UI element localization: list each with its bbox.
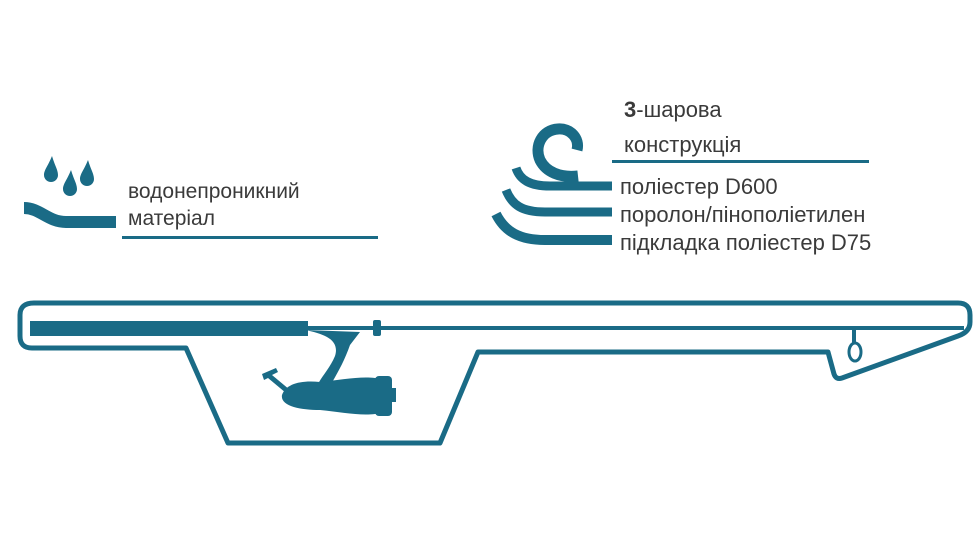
waterproof-label-line2: матеріал (128, 207, 215, 230)
wave-surface-icon (23, 202, 116, 228)
construction-title: 3-шарова (624, 96, 722, 124)
construction-title-line2: конструкція (624, 132, 742, 157)
water-drops-icon (44, 156, 94, 196)
fishing-reel-icon (262, 330, 396, 416)
construction-underline (612, 160, 869, 163)
rod-guide-ring (847, 341, 863, 363)
construction-title-rest: -шарова (636, 97, 722, 122)
fishing-rod-icon (30, 320, 964, 363)
waterproof-underline (122, 236, 378, 239)
drop (63, 170, 77, 196)
layer-outer: поліестер D600 (620, 174, 778, 199)
layers-icon (491, 123, 612, 245)
drop (44, 156, 58, 182)
drop (80, 160, 94, 186)
layer-middle: поролон/пінополіетилен (620, 202, 866, 227)
waterproof-label-line1: водонепроникний (128, 180, 300, 203)
construction-title-number: 3 (624, 97, 637, 122)
layer-inner: підкладка поліестер D75 (620, 230, 872, 255)
rod-case-outline (17, 300, 973, 446)
